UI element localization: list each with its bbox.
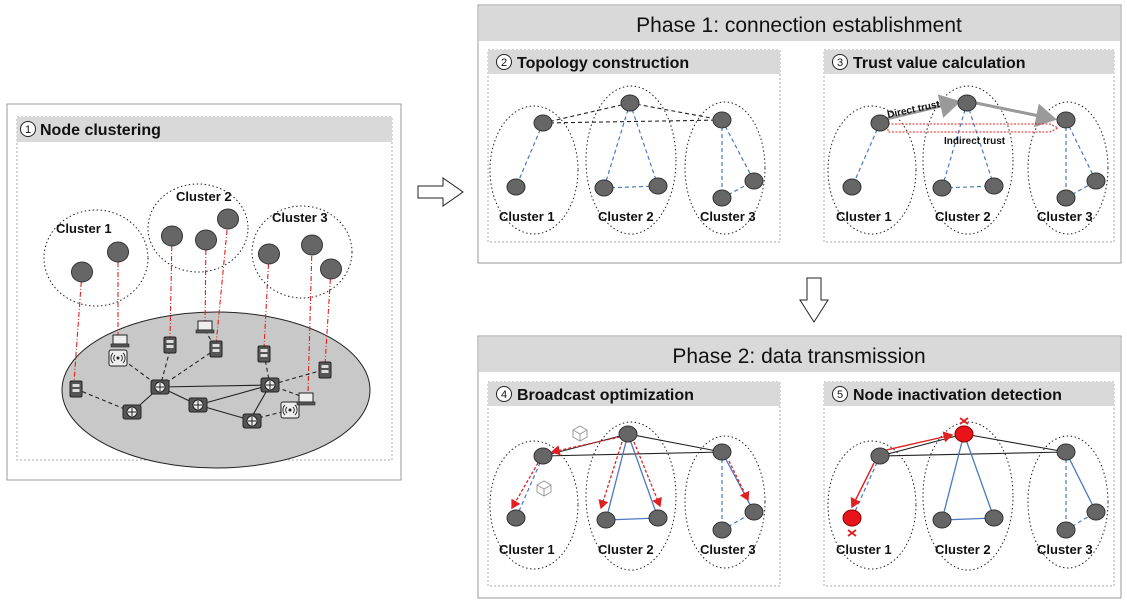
router-icon xyxy=(122,404,142,420)
step-number-circle xyxy=(832,54,848,70)
step-number-circle xyxy=(496,54,512,70)
cluster-label: Cluster 1 xyxy=(836,209,892,224)
cluster-2-circle xyxy=(922,421,1014,571)
cluster-1-circle xyxy=(43,209,149,307)
panel-title: Topology construction xyxy=(517,55,689,72)
panel-title: Node inactivation detection xyxy=(853,387,1062,404)
router-icon xyxy=(188,397,208,413)
cluster-label: Cluster 1 xyxy=(499,209,555,224)
cluster-label: Cluster 3 xyxy=(272,210,328,225)
down-arrow-icon xyxy=(799,277,829,323)
cluster-2-circle xyxy=(585,85,677,235)
panel-trust-value-calculation: 3 Trust value calculation Direct trust I… xyxy=(823,49,1115,243)
phase-2-header xyxy=(479,337,1120,372)
packet-icon xyxy=(572,425,588,442)
cluster-label: Cluster 2 xyxy=(935,209,991,224)
laptop-icon xyxy=(195,320,215,334)
panel-title: Broadcast optimization xyxy=(517,387,694,404)
panel-broadcast-optimization: 4 Broadcast optimization xyxy=(487,381,781,587)
cross-icon xyxy=(847,529,857,537)
cluster-3-circle xyxy=(684,101,766,235)
cluster-2-circle xyxy=(147,183,249,273)
panel-title: Node clustering xyxy=(40,122,161,139)
indirect-trust-label: Indirect trust xyxy=(944,136,1006,147)
panel-node-clustering: 1 Node clustering Cluster 1 Cluster 2 Cl… xyxy=(6,103,402,481)
cluster-label: Cluster 2 xyxy=(598,542,654,557)
network-ellipse xyxy=(61,311,371,469)
packet-icon xyxy=(536,480,552,497)
server-icon xyxy=(257,345,271,363)
step-number: 5 xyxy=(837,389,843,401)
cluster-label: Cluster 3 xyxy=(1037,209,1093,224)
phase-1-frame xyxy=(477,4,1122,264)
broadcast-arrows xyxy=(511,436,750,510)
direct-trust-arrow xyxy=(885,94,961,121)
cluster-label: Cluster 1 xyxy=(836,542,892,557)
detection-arrow xyxy=(850,462,875,509)
cluster-1-circle xyxy=(489,440,579,570)
router-icon xyxy=(150,379,170,395)
inactive-node xyxy=(842,509,862,527)
indirect-trust-arrow xyxy=(887,123,1060,133)
panel-node-inactivation-detection: 5 Node inactivation detection Cluster 1 … xyxy=(823,381,1115,587)
detection-arrow xyxy=(881,431,954,452)
step-number-circle xyxy=(832,386,848,402)
laptop-icon xyxy=(110,334,130,348)
phase-1-header xyxy=(479,6,1120,41)
router-icon xyxy=(242,413,262,429)
cluster-label: Cluster 3 xyxy=(700,209,756,224)
cluster-1-circle xyxy=(827,440,917,570)
step-number: 3 xyxy=(837,57,843,69)
cluster-label: Cluster 1 xyxy=(499,542,555,557)
panel-header xyxy=(17,117,392,142)
laptop-icon xyxy=(296,392,316,406)
access-point-icon xyxy=(108,349,128,367)
cluster-3-circle xyxy=(1027,101,1109,235)
trust-arrow xyxy=(975,101,1057,128)
panel-topology-construction: 2 Topology construction Cluster 1 Cluste… xyxy=(487,49,781,243)
cluster-label: Cluster 3 xyxy=(1037,542,1093,557)
phase-2-frame xyxy=(477,335,1122,599)
server-icon xyxy=(69,380,83,398)
cluster-3-circle xyxy=(684,435,766,569)
cluster-1-circle xyxy=(827,105,917,235)
inactive-node xyxy=(954,425,974,443)
right-arrow-icon xyxy=(417,177,464,207)
access-point-icon xyxy=(280,401,300,419)
cluster-label: Cluster 3 xyxy=(700,542,756,557)
phase-1-section: Phase 1: connection establishment xyxy=(477,4,1122,264)
cluster-label: Cluster 2 xyxy=(935,542,991,557)
step-number: 4 xyxy=(501,389,507,401)
cluster-2-circle xyxy=(922,85,1014,235)
cluster-1-circle xyxy=(489,105,579,235)
cluster-label: Cluster 2 xyxy=(598,209,654,224)
panel-header xyxy=(488,50,780,74)
step-number: 1 xyxy=(25,124,31,136)
server-icon xyxy=(209,340,223,358)
physical-mapping-lines xyxy=(73,219,332,394)
server-icon xyxy=(163,336,177,354)
panel-title: Trust value calculation xyxy=(853,55,1026,72)
cluster-2-circle xyxy=(585,421,677,571)
phase-2-title: Phase 2: data transmission xyxy=(672,345,925,368)
cluster-label: Cluster 1 xyxy=(56,221,112,236)
cluster-3-circle xyxy=(251,205,353,299)
step-number-circle xyxy=(20,121,36,137)
panel-header xyxy=(488,382,780,406)
panel-header xyxy=(824,50,1114,74)
server-icon xyxy=(318,361,332,379)
cluster-nodes xyxy=(71,208,342,283)
router-icon xyxy=(260,377,280,393)
step-number: 2 xyxy=(501,57,507,69)
phase-2-section: Phase 2: data transmission xyxy=(477,335,1122,599)
cluster-label: Cluster 2 xyxy=(176,189,232,204)
step-number-circle xyxy=(496,386,512,402)
cross-icon xyxy=(959,417,969,425)
phase-1-title: Phase 1: connection establishment xyxy=(636,14,962,37)
panel-header xyxy=(824,382,1114,406)
cluster-3-circle xyxy=(1027,435,1109,569)
